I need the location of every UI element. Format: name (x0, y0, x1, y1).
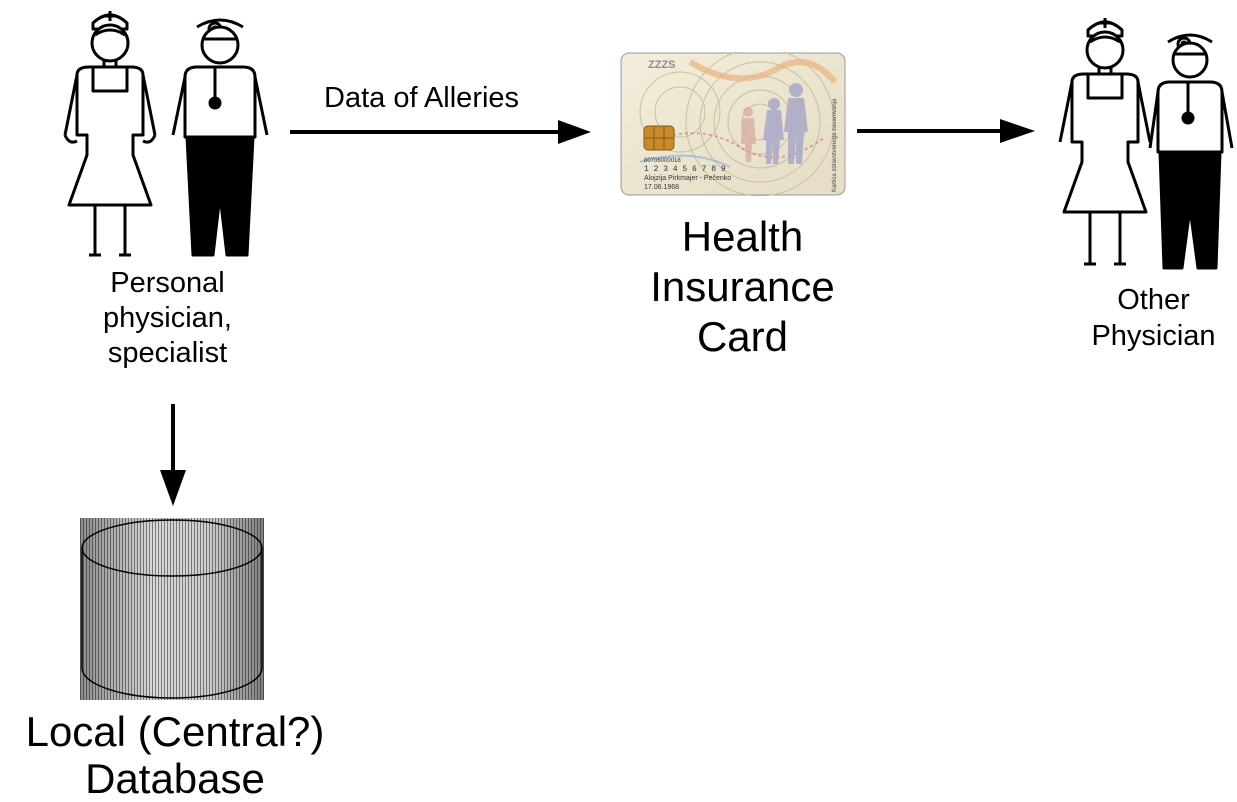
card-label-line-2: Insurance (650, 263, 835, 310)
nurse-figure-right (1058, 18, 1152, 266)
personal-physician-label: Personal physician, specialist (60, 266, 275, 371)
card-number-a: 80706000018 (644, 158, 681, 164)
doctor-figure-left (171, 18, 269, 257)
health-insurance-card-image: ZZZS 80706000018 1 2 3 4 5 6 7 8 9 Alojz… (620, 52, 846, 196)
database-label-line-1: Local (Central?) (25, 708, 325, 755)
arrow-to-other-physician (857, 119, 1035, 143)
data-of-allergies-label: Data of Alleries (324, 82, 520, 114)
card-number-b: 1 2 3 4 5 6 7 8 9 (644, 165, 726, 174)
other-physician-figures (1058, 18, 1234, 270)
arrow-to-database (160, 404, 186, 506)
personal-label-line-3: specialist (107, 337, 228, 369)
database-cylinder-icon (80, 518, 264, 700)
card-vertical-text: Kartica zdravstvenega zavarovanja (832, 98, 838, 192)
database-label: Local (Central?) Database (0, 708, 350, 802)
card-label-line-3: Card (696, 313, 789, 360)
other-label-line-2: Physician (1091, 320, 1216, 352)
svg-text:ZZZS: ZZZS (648, 59, 676, 71)
nurse-figure-left (63, 11, 157, 257)
doctor-figure-right (1148, 33, 1234, 270)
personal-label-line-2: physician, (103, 302, 232, 334)
personal-physician-figures (63, 11, 269, 257)
personal-label-line-1: Personal (110, 267, 225, 299)
health-insurance-card-label: Health Insurance Card (620, 212, 865, 362)
other-label-line-1: Other (1117, 284, 1190, 316)
other-physician-label: Other Physician (1070, 282, 1237, 354)
card-holder: Alojzija Pirkmajer - Pečenko (644, 175, 731, 182)
card-dob: 17.06.1968 (644, 184, 679, 191)
card-label-line-1: Health (681, 213, 804, 260)
arrow-to-card (290, 120, 591, 144)
database-label-line-2: Database (85, 755, 265, 802)
